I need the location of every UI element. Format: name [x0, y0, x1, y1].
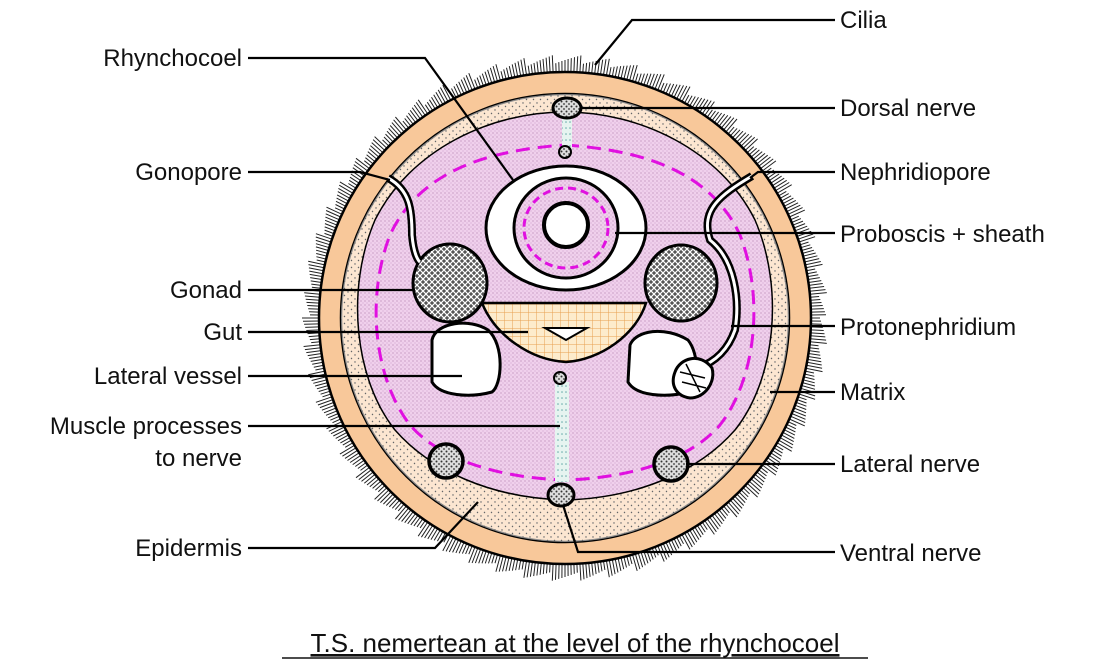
gut-lumen	[541, 327, 591, 342]
label-gonopore: Gonopore	[135, 159, 242, 186]
figure-caption: T.S. nemertean at the level of the rhync…	[311, 628, 840, 658]
dorsal-small-nerve	[558, 145, 572, 159]
ventral-nerve	[546, 482, 576, 508]
label-epidermis: Epidermis	[135, 535, 242, 562]
label-muscle-processes-line2: to nerve	[155, 445, 242, 472]
gonad-right	[643, 243, 719, 323]
cilia-fringe	[302, 55, 827, 581]
label-lateral-nerve: Lateral nerve	[840, 451, 980, 478]
ventral-connective	[555, 382, 569, 482]
label-nephridiopore: Nephridiopore	[840, 159, 991, 186]
label-cilia: Cilia	[840, 7, 887, 34]
gonad-left	[411, 242, 489, 324]
label-gut: Gut	[203, 319, 242, 346]
label-dorsal-nerve: Dorsal nerve	[840, 95, 976, 122]
label-proboscis-sheath: Proboscis + sheath	[840, 221, 1045, 248]
label-matrix: Matrix	[840, 379, 905, 406]
dorsal-connective	[562, 118, 572, 150]
label-gonad: Gonad	[170, 277, 242, 304]
cilia-strokes	[302, 55, 827, 581]
label-muscle-processes-line1: Muscle processes	[50, 413, 242, 440]
leader-lines	[248, 18, 835, 554]
ventral-small-nerve	[553, 371, 567, 385]
label-protonephridium: Protonephridium	[840, 314, 1016, 341]
label-lateral-vessel: Lateral vessel	[94, 363, 242, 390]
lateral-nerve-left	[427, 442, 465, 480]
lateral-vessel-left	[430, 321, 502, 397]
lateral-nerve-right	[652, 445, 690, 483]
label-ventral-nerve: Ventral nerve	[840, 540, 981, 567]
proboscis	[542, 201, 590, 249]
label-rhynchocoel: Rhynchocoel	[103, 45, 242, 72]
dorsal-nerve	[551, 96, 583, 120]
